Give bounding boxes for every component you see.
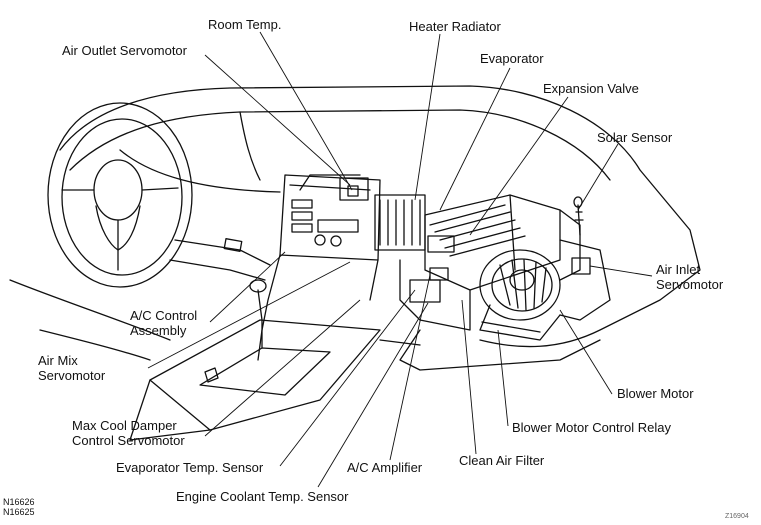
hvac-unit <box>374 194 581 331</box>
label-blower-motor: Blower Motor <box>617 386 694 401</box>
label-ac-amplifier: A/C Amplifier <box>347 460 423 475</box>
steering-wheel <box>47 102 193 288</box>
label-evaporator-temp-sensor: Evaporator Temp. Sensor <box>116 460 264 475</box>
label-air-mix-servomotor: Air Mix Servomotor <box>38 353 106 383</box>
label-clean-air-filter: Clean Air Filter <box>459 453 545 468</box>
figure-code-2: N16625 <box>3 507 35 517</box>
label-expansion-valve: Expansion Valve <box>543 81 639 96</box>
figure-code-corner: Z16904 <box>725 513 749 520</box>
label-air-outlet-servomotor: Air Outlet Servomotor <box>62 43 187 58</box>
blower-motor <box>479 249 561 341</box>
label-solar-sensor: Solar Sensor <box>597 130 673 145</box>
figure-code-1: N16626 <box>3 497 35 507</box>
label-heater-radiator: Heater Radiator <box>409 19 501 34</box>
label-max-cool-damper: Max Cool Damper Control Servomotor <box>72 418 185 448</box>
label-room-temp: Room Temp. <box>208 17 282 32</box>
center-console <box>257 174 381 361</box>
label-ac-control-assembly: A/C Control Assembly <box>130 308 198 338</box>
floor-console <box>129 279 381 441</box>
label-air-inlet-servomotor: Air Inlet Servomotor <box>656 262 724 292</box>
label-engine-coolant-temp-sensor: Engine Coolant Temp. Sensor <box>176 489 349 504</box>
label-blower-motor-control-relay: Blower Motor Control Relay <box>512 420 671 435</box>
dashboard-outline <box>59 85 701 348</box>
label-evaporator: Evaporator <box>480 51 544 66</box>
